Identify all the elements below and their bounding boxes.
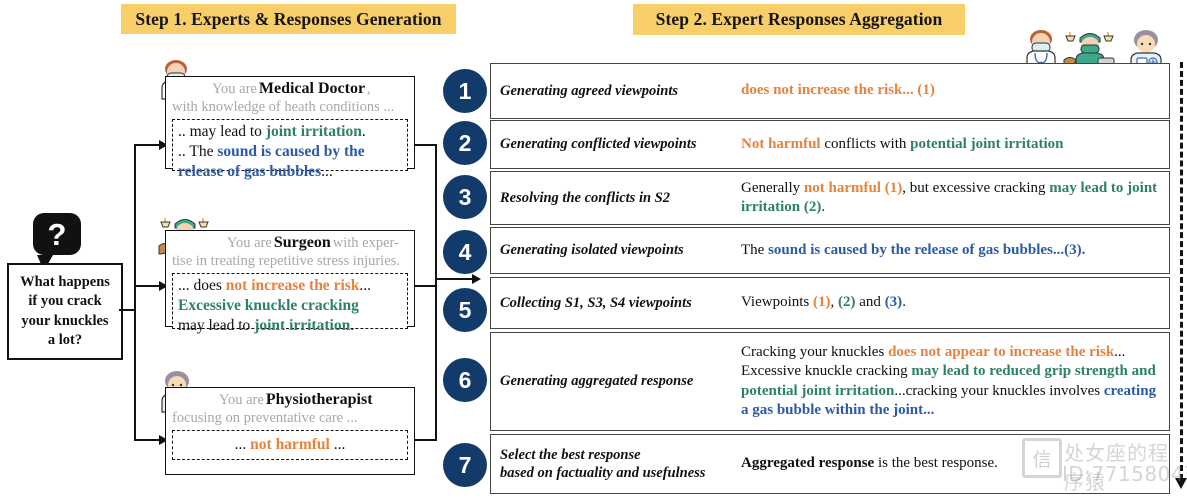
row-label-4: Generating isolated viewpoints [500, 242, 684, 259]
step1-banner: Step 1. Experts & Responses Generation [121, 4, 456, 34]
step2-banner: Step 2. Expert Responses Aggregation [633, 4, 965, 35]
persona-role: Medical Doctor [258, 80, 366, 97]
persona-role: Surgeon [273, 234, 331, 251]
row-content-2: Not harmful conflicts with potential joi… [741, 135, 1064, 152]
step-number-5: 5 [443, 288, 487, 332]
question-line-1: What happens [20, 274, 110, 291]
arrow-to-doctor [159, 140, 168, 150]
arrow-to-step2 [472, 274, 481, 284]
merge-from-doctor [415, 144, 437, 146]
expert-card-surgeon: You are Surgeon with exper- tise in trea… [165, 230, 415, 334]
question-line-2: if you crack [28, 293, 102, 310]
merge-vertical [435, 144, 437, 441]
aggregation-row-1: Generating agreed viewpoints does not in… [490, 63, 1170, 119]
persona-suffix: with exper- [332, 234, 399, 251]
merge-from-physio [415, 439, 437, 441]
row-content-1: does not increase the risk... (1) [741, 82, 935, 99]
persona-medical-doctor: You are Medical Doctor , with knowledge … [172, 80, 408, 116]
expert-response-physiotherapist: ... not harmful ... [172, 429, 408, 460]
persona-role: Physiotherapist [265, 391, 373, 408]
persona-prefix: You are [227, 234, 272, 251]
expert-card-physiotherapist: You are Physiotherapist focusing on prev… [165, 387, 415, 475]
question-bubble: ? [33, 213, 81, 271]
connector-branch-vertical [134, 144, 136, 440]
connector-to-surgeon [134, 285, 162, 287]
row-content-3: Generally not harmful (1), but excessive… [741, 179, 1158, 216]
connector-to-doctor [134, 144, 162, 146]
aggregation-row-4: Generating isolated viewpoints The sound… [490, 227, 1170, 274]
persona-description: focusing on preventative care ... [172, 409, 358, 426]
step-number-2: 2 [443, 121, 487, 165]
merge-to-step2 [435, 278, 475, 280]
step-number-4: 4 [443, 230, 487, 274]
aggregation-row-3: Resolving the conflicts in S2 Generally … [490, 171, 1170, 225]
arrow-to-physio [159, 435, 168, 445]
aggregation-row-6: Generating aggregated response Cracking … [490, 332, 1170, 431]
persona-prefix: You are [212, 80, 257, 97]
watermark-logo: 信 [1022, 438, 1062, 478]
persona-description: with knowledge of heath conditions ... [172, 98, 395, 115]
persona-suffix: , [367, 80, 371, 97]
row-content-6: Cracking your knuckles does not appear t… [741, 343, 1157, 419]
row-content-4: The sound is caused by the release of ga… [741, 241, 1086, 258]
step-number-1: 1 [443, 69, 487, 113]
aggregation-row-5: Collecting S1, S3, S4 viewpoints Viewpoi… [490, 277, 1170, 329]
merge-from-surgeon [415, 285, 437, 287]
arrow-to-surgeon [159, 281, 168, 291]
row-content-5: Viewpoints (1), (2) and (3). [741, 294, 906, 311]
step-number-3: 3 [443, 175, 487, 219]
row-label-7-line2: based on factuality and usefulness [500, 465, 706, 481]
step-number-6: 6 [443, 358, 487, 402]
flow-dashed-line [1180, 62, 1183, 480]
connector-question-stem [119, 309, 136, 311]
row-content-7: Aggregated response is the best response… [741, 455, 998, 472]
aggregation-row-7: Select the best response based on factua… [490, 434, 1170, 494]
expert-card-medical-doctor: You are Medical Doctor , with knowledge … [165, 76, 415, 180]
question-line-4: a lot? [47, 331, 83, 348]
flow-arrow-down [1175, 478, 1187, 489]
row-label-7-line1: Select the best response [500, 446, 641, 463]
question-box: What happens if you crack your knuckles … [7, 263, 123, 360]
question-line-3: your knuckles [21, 312, 109, 329]
question-mark-icon: ? [33, 213, 81, 255]
row-label-6: Generating aggregated response [500, 373, 694, 390]
expert-response-medical-doctor: .. may lead to joint irritation. .. The … [172, 118, 408, 180]
row-label-7: Select the best response based on factua… [491, 446, 741, 482]
persona-surgeon: You are Surgeon with exper- tise in trea… [172, 234, 408, 270]
connector-to-physio [134, 439, 162, 441]
row-label-3: Resolving the conflicts in S2 [500, 189, 670, 206]
expert-response-surgeon: ... does not increase the risk... Excess… [172, 272, 408, 334]
step-number-7: 7 [443, 443, 487, 487]
persona-prefix: You are [219, 391, 264, 408]
aggregation-row-2: Generating conflicted viewpoints Not har… [490, 120, 1170, 169]
row-label-5: Collecting S1, S3, S4 viewpoints [500, 294, 692, 311]
row-label-1: Generating agreed viewpoints [500, 82, 679, 99]
persona-physiotherapist: You are Physiotherapist focusing on prev… [172, 391, 408, 427]
row-label-2: Generating conflicted viewpoints [500, 136, 697, 153]
persona-description: tise in treating repetitive stress injur… [172, 252, 400, 269]
